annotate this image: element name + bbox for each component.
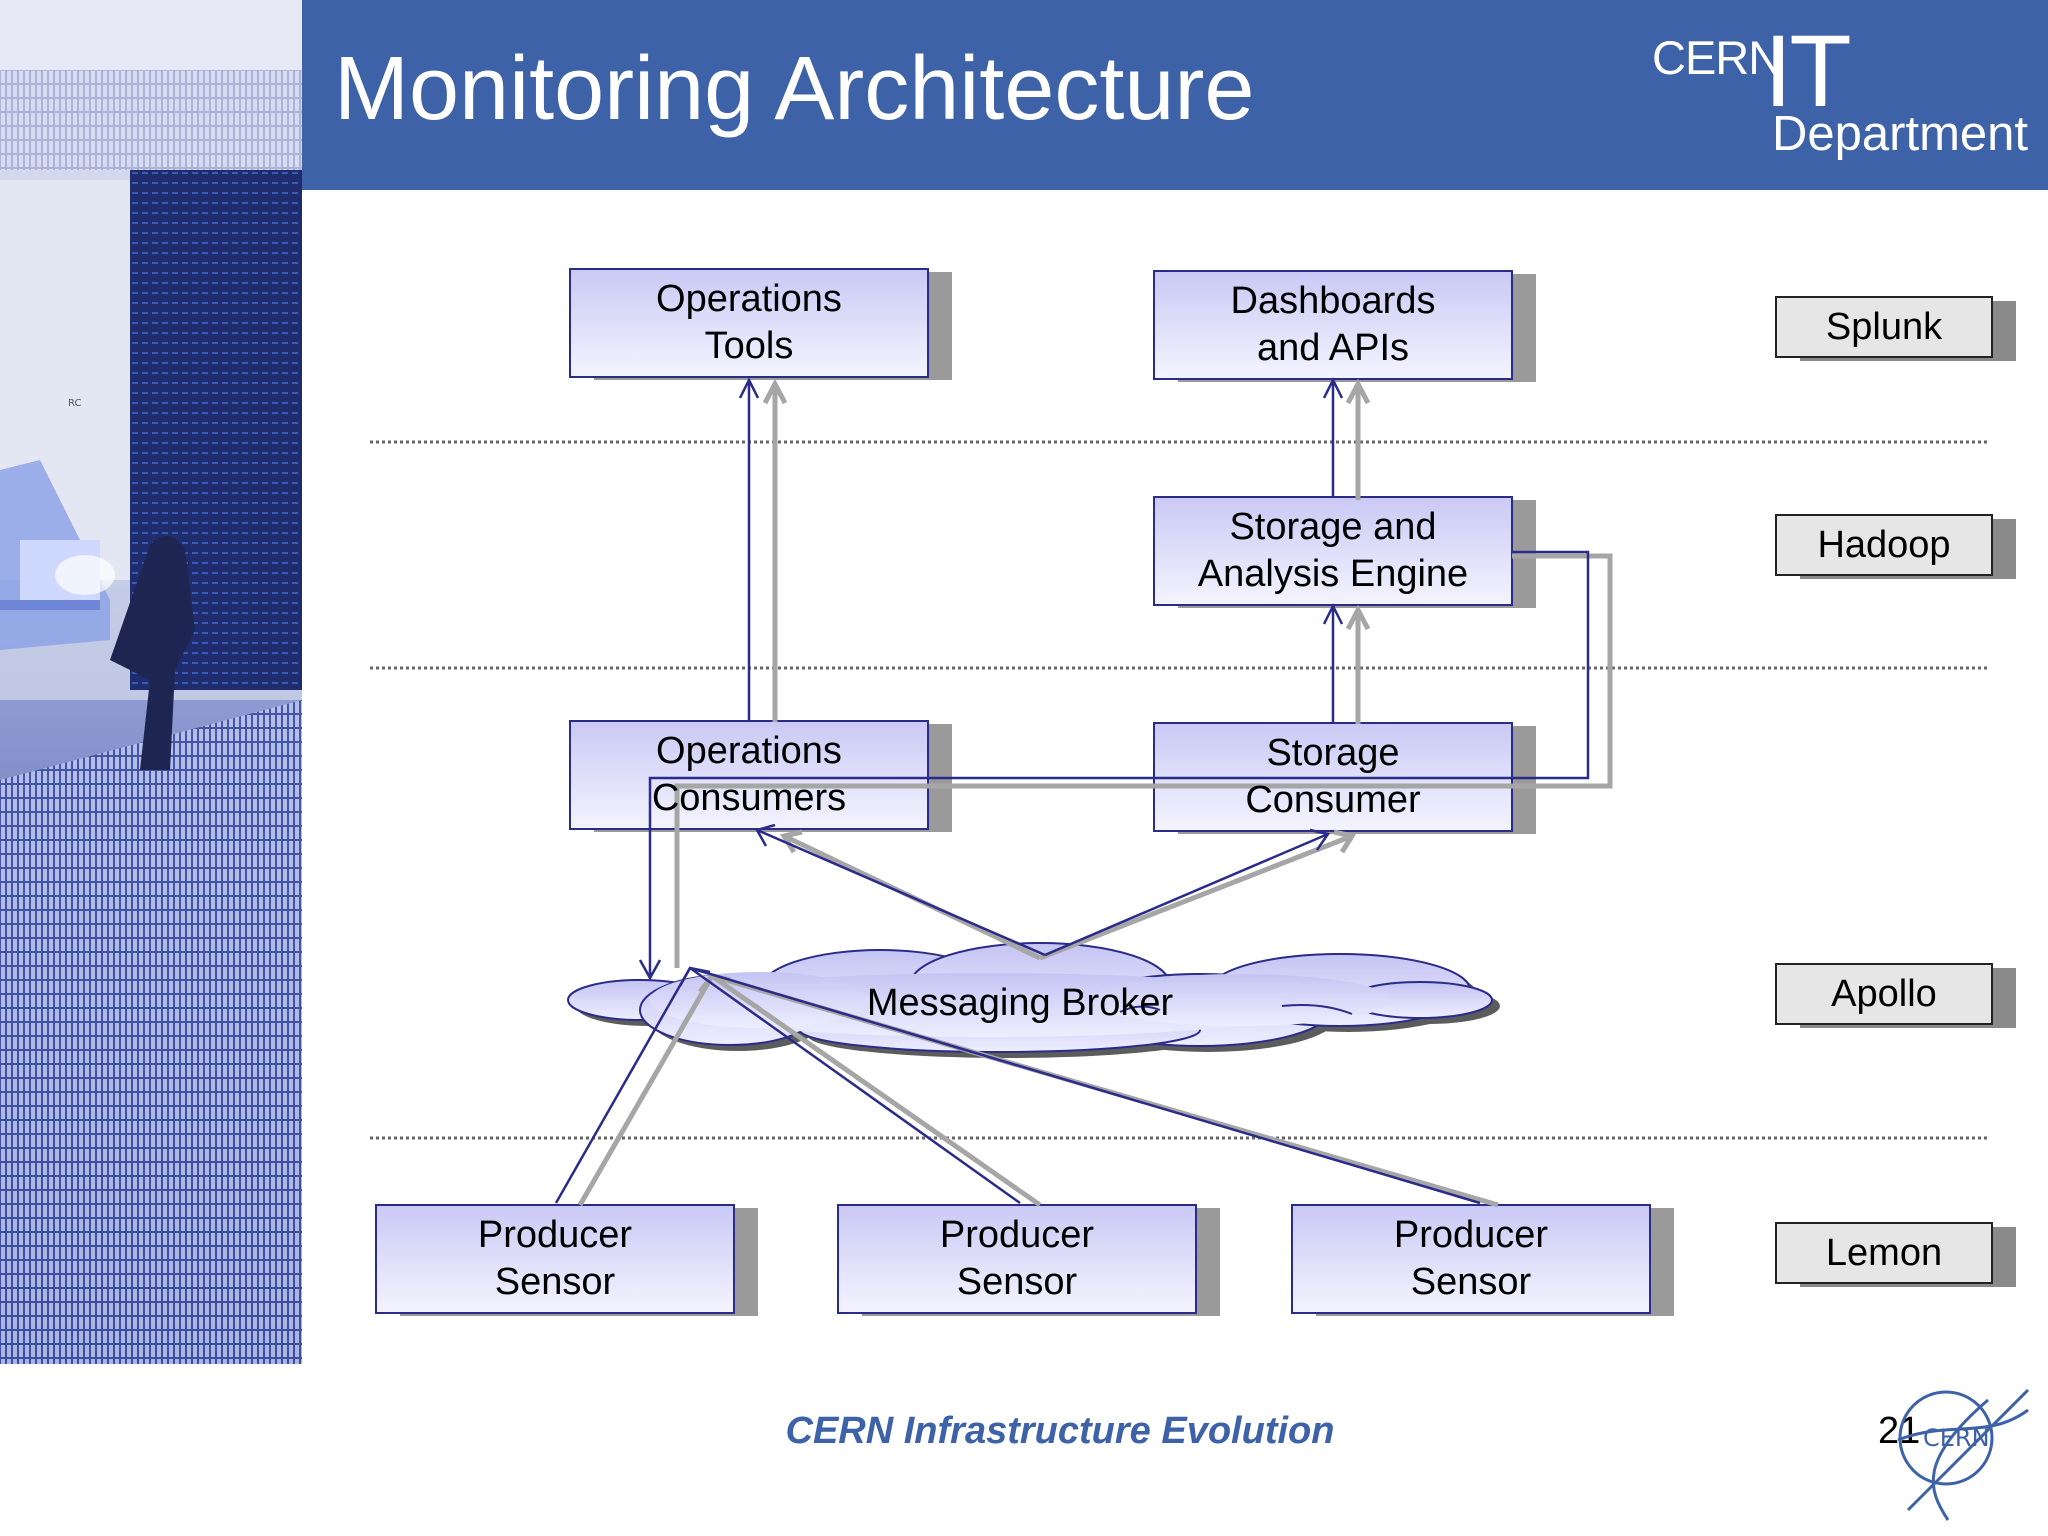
label-operations-consumers: Operations Consumers (651, 730, 847, 819)
label-messaging-broker: Messaging Broker (866, 981, 1174, 1024)
box-storage-engine (1153, 496, 1536, 608)
logo-department-text: Department (1772, 107, 2029, 161)
datacenter-photo: RC (0, 0, 302, 1364)
tech-box-hadoop (1775, 514, 2016, 579)
box-producer-1 (375, 1204, 758, 1316)
label-hadoop: Hadoop (1817, 523, 1951, 566)
dark-arrows (554, 377, 1590, 1205)
box-ops-consumers (569, 720, 952, 832)
label-splunk: Splunk (1825, 305, 1943, 348)
logo-it-text: IT (1764, 14, 1852, 128)
box-producer-3 (1291, 1204, 1674, 1316)
tech-box-apollo (1775, 963, 2016, 1028)
tech-box-lemon (1775, 1222, 2016, 1287)
box-ops-tools (569, 268, 952, 380)
box-dashboards (1153, 270, 1536, 382)
svg-text:RC: RC (68, 398, 81, 409)
label-producer-sensor-3: Producer Sensor (1393, 1214, 1549, 1303)
label-producer-sensor-1: Producer Sensor (477, 1214, 633, 1303)
box-producer-2 (837, 1204, 1220, 1316)
slide-title: Monitoring Architecture (334, 39, 1255, 139)
footer-title: CERN Infrastructure Evolution (785, 1410, 1335, 1452)
cern-emblem-icon: CERN (1897, 1388, 2030, 1521)
tech-box-splunk (1775, 296, 2016, 361)
logo-cern-text: CERN (1652, 31, 1782, 84)
label-producer-sensor-2: Producer Sensor (939, 1214, 1095, 1303)
label-storage-analysis-engine: Storage and Analysis Engine (1197, 506, 1469, 595)
label-storage-consumer: Storage Consumer (1245, 732, 1421, 821)
messaging-broker-cloud (567, 942, 1500, 1058)
header-bar (302, 0, 2048, 190)
label-lemon: Lemon (1825, 1231, 1943, 1274)
label-dashboards-apis: Dashboards and APIs (1230, 280, 1436, 369)
label-operations-tools: Operations Tools (656, 278, 842, 367)
emblem-text: CERN (1923, 1424, 1990, 1452)
label-apollo: Apollo (1831, 972, 1937, 1015)
